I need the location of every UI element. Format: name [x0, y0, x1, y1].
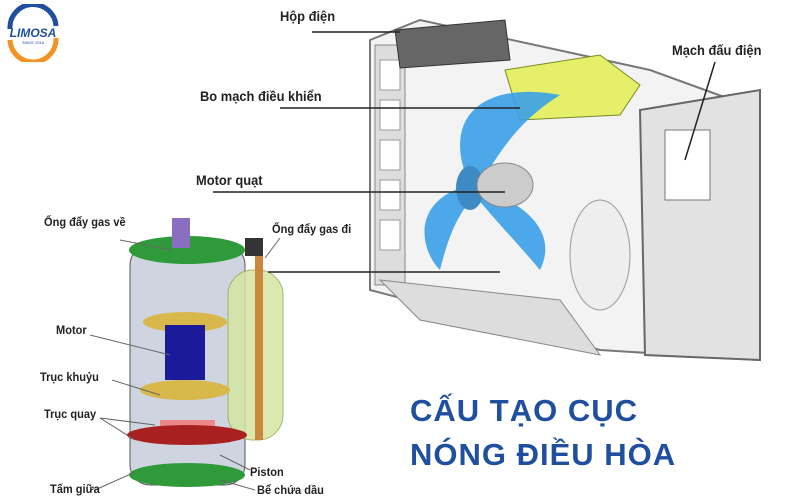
leader-lines	[213, 31, 716, 273]
label-motor-quat: Motor quạt	[196, 172, 263, 188]
fan-motor	[476, 162, 534, 208]
electrical-box	[394, 19, 511, 69]
label-mach-dau-dien: Mạch đấu điện	[672, 42, 762, 58]
label-ong-day-gas-di: Ống đẩy gas đi	[272, 222, 352, 236]
title-line-1: CẤU TẠO CỤC	[410, 393, 638, 428]
outdoor-unit-illustration	[369, 18, 761, 362]
logo-text: LIMOSA	[9, 26, 57, 40]
logo-ring-icon	[7, 4, 59, 62]
title-line-2: NÓNG ĐIỀU HÒA	[410, 437, 677, 472]
label-truc-khuyu: Trục khuỷu	[40, 370, 99, 384]
compressor-small	[569, 199, 631, 311]
logo-tagline: SINCE 2016	[21, 40, 45, 45]
compressor-cutaway-illustration	[127, 218, 284, 487]
label-be-chua-dau: Bể chứa dầu	[257, 483, 324, 497]
label-hop-dien: Hộp điện	[280, 8, 336, 24]
label-motor: Motor	[56, 323, 87, 337]
compressor-leader-lines	[89, 237, 281, 491]
label-tam-giua: Tấm giữa	[50, 482, 100, 496]
label-ong-day-gas-ve: Ống đẩy gas về	[44, 215, 126, 229]
label-piston: Piston	[250, 465, 284, 479]
label-truc-quay: Trục quay	[44, 407, 97, 421]
fan-blade-illustration	[424, 91, 560, 270]
label-bo-mach-dieu-khien: Bo mạch điều khiển	[200, 88, 322, 104]
